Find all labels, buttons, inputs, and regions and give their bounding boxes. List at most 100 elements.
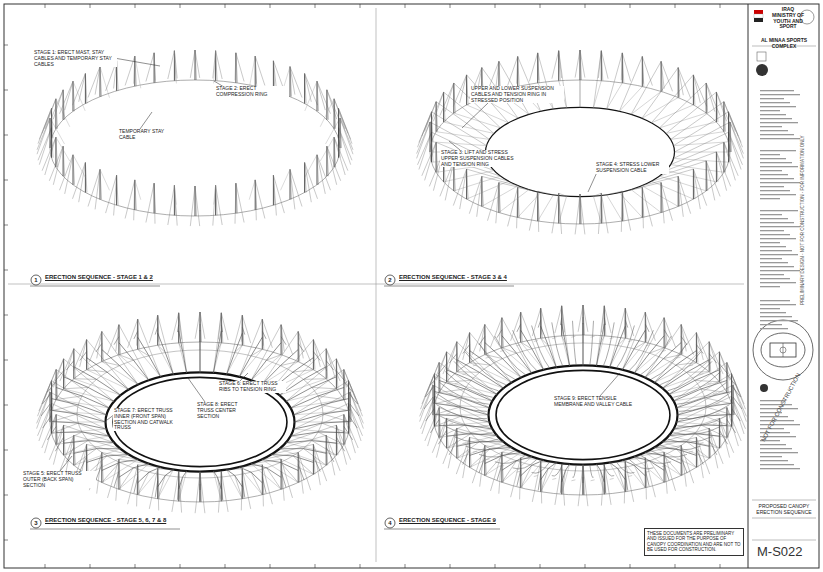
drawing-line [642, 188, 652, 227]
drawing-line [490, 448, 512, 449]
drawing-line [709, 342, 723, 374]
fine-print-bar [760, 178, 794, 179]
drawing-line [521, 460, 544, 488]
drawing-line [732, 396, 745, 434]
fine-print-bar [760, 270, 800, 271]
drawing-line [732, 374, 734, 404]
drawing-line [179, 343, 187, 373]
membrane-valley [552, 322, 563, 365]
drawing-line [499, 183, 501, 213]
drawing-line [596, 464, 604, 465]
drawing-line [242, 481, 245, 498]
drawing-line [607, 83, 623, 109]
drawing-line [134, 331, 138, 339]
drawing-line [625, 462, 633, 502]
drawing-line [119, 325, 121, 355]
drawing-line [262, 331, 266, 339]
sheet-border [4, 4, 819, 568]
drawing-line [521, 330, 532, 349]
drawing-line [571, 480, 575, 481]
membrane-valley [604, 464, 615, 476]
drawing-line [678, 385, 734, 415]
fine-print-bar [760, 150, 796, 151]
drawing-line [53, 90, 63, 119]
drawing-line [281, 169, 291, 190]
fine-print-bar [760, 246, 786, 247]
drawing-line [64, 443, 114, 456]
drawing-line [642, 57, 652, 86]
drawing-line [645, 470, 649, 486]
fine-print-bar [760, 254, 798, 255]
drawing-line [334, 99, 348, 134]
drawing-line [190, 186, 195, 226]
drawing-line [200, 472, 202, 502]
drawing-line [349, 381, 351, 411]
drawing-line [214, 185, 216, 204]
drawing-line [511, 312, 521, 341]
fine-print-bar [760, 190, 790, 191]
drawing-line [86, 340, 87, 370]
drawing-line [114, 337, 119, 345]
drawing-line [168, 51, 175, 79]
drawing-line [425, 102, 437, 132]
annotation: STAGE 5: ERECT TRUSS OUTER (BACK SPAN) S… [22, 471, 96, 488]
drawing-line [731, 374, 732, 404]
drawing-line [436, 132, 489, 140]
drawing-line [664, 330, 669, 338]
fine-print-bar [760, 182, 800, 183]
drawing-line [88, 169, 100, 206]
drawing-line [251, 325, 281, 381]
border-tick [4, 45, 8, 46]
drawing-line [436, 418, 446, 457]
drawing-line [470, 363, 490, 366]
drawing-line [334, 137, 335, 167]
drawing-line [634, 452, 664, 456]
membrane-valley [439, 416, 488, 427]
membrane-valley [660, 445, 701, 450]
drawing-line [591, 480, 595, 481]
drawing-line [675, 122, 731, 152]
drawing-line [689, 365, 693, 366]
title-underlines [30, 286, 514, 529]
drawing-line [425, 408, 439, 442]
drawing-line [304, 449, 327, 466]
drawing-line [56, 415, 57, 445]
border-tick [4, 495, 8, 496]
drawing-line [305, 163, 318, 199]
drawing-line [719, 418, 729, 457]
drawing-line [294, 381, 349, 415]
drawing-line [41, 404, 50, 416]
membrane-valley [573, 321, 577, 365]
drawing-line [55, 137, 56, 167]
drawing-line [137, 319, 138, 349]
drawing-line [349, 381, 363, 417]
drawing-line [728, 112, 729, 142]
drawing-line [463, 345, 470, 354]
drawing-line [477, 176, 482, 216]
drawing-line [634, 457, 664, 483]
drawing-line [281, 459, 292, 498]
drawing-line [645, 324, 649, 332]
drawing-line [134, 464, 149, 468]
drawing-line [622, 460, 634, 465]
drawing-line [521, 465, 532, 476]
drawing-line [298, 344, 304, 352]
drawing-line [566, 344, 570, 366]
drawing-line [88, 441, 114, 443]
drawing-line [453, 83, 454, 113]
drawing-line [555, 306, 562, 333]
drawing-line [174, 51, 176, 84]
drawing-line [622, 349, 634, 370]
fine-print-bar [760, 308, 780, 309]
drawing-line [548, 463, 556, 469]
drawing-line [73, 340, 86, 371]
membrane-valley [513, 330, 537, 370]
drawing-line [456, 333, 469, 364]
drawing-line [179, 471, 187, 472]
drawing-line [313, 340, 326, 371]
border-tick [540, 4, 541, 8]
drawing-line [432, 112, 434, 142]
drawing-line [485, 355, 503, 359]
drawing-line [87, 358, 107, 373]
drawing-line [719, 352, 720, 382]
